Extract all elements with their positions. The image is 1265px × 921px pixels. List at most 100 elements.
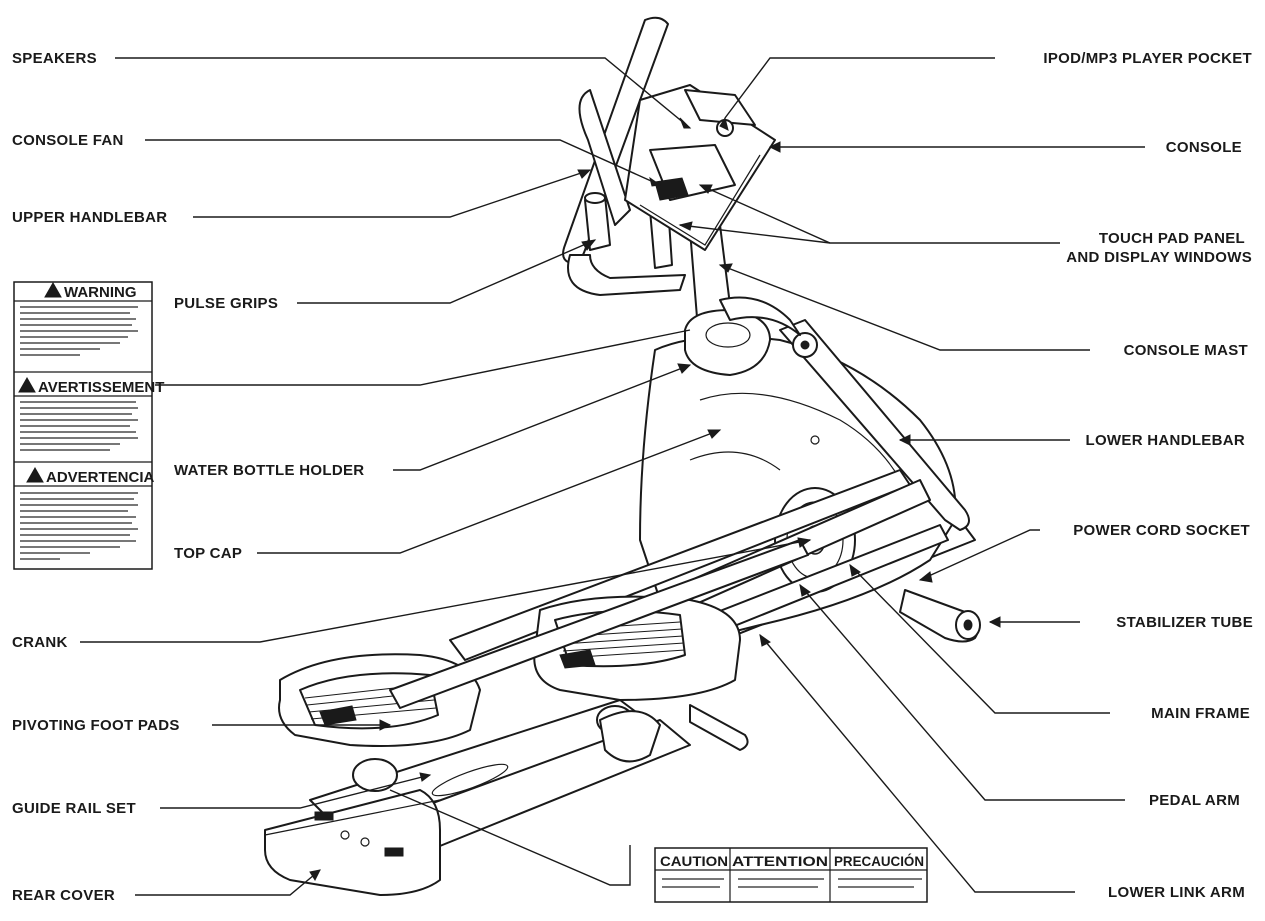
warning-label-box: WARNING AVERTISSEMENT xyxy=(13,281,164,570)
console-fan xyxy=(654,177,689,201)
leader-warning xyxy=(155,329,691,386)
label-pedal-arm: PEDAL ARM xyxy=(1149,792,1240,809)
roller-housing xyxy=(599,710,661,763)
leader-lower-link xyxy=(759,634,1075,893)
advertencia-body-lines xyxy=(20,492,138,560)
label-lower-handlebar: LOWER HANDLEBAR xyxy=(1086,432,1246,449)
right-labels: IPOD/MP3 PLAYER POCKET CONSOLE TOUCH PAD… xyxy=(1043,50,1252,901)
handlebar-pivot-center xyxy=(800,340,810,350)
rear-cover xyxy=(264,789,441,896)
leader-caution xyxy=(389,789,631,886)
arrow-pulse-grips xyxy=(581,239,597,251)
arrow-main-frame xyxy=(849,563,861,577)
label-console-fan: CONSOLE FAN xyxy=(12,132,124,149)
label-pulse-grips: PULSE GRIPS xyxy=(174,295,278,312)
warning-triangle-icon xyxy=(44,281,62,298)
leader-upper-handlebar xyxy=(193,169,591,218)
label-guide-rail-set: GUIDE RAIL SET xyxy=(12,800,136,817)
precaucion-title: PRECAUCIÓN xyxy=(834,852,924,869)
advertencia-triangle-icon xyxy=(26,466,44,483)
housing-contour xyxy=(699,392,911,501)
advertencia-title: ADVERTENCIA xyxy=(46,469,155,486)
label-lower-link-arm: LOWER LINK ARM xyxy=(1108,884,1245,901)
avertissement-body-lines xyxy=(20,401,138,451)
housing-contour-2 xyxy=(689,451,781,471)
arrow-water-bottle xyxy=(677,363,692,374)
arrow-top-cap xyxy=(707,429,722,439)
arrow-rear-cover xyxy=(309,869,321,882)
label-main-frame: MAIN FRAME xyxy=(1151,705,1250,722)
leader-ipod xyxy=(724,57,995,119)
rear-cover-pad-left xyxy=(314,811,334,821)
caution-label-box: CAUTION ATTENTION PRECAUCIÓN xyxy=(654,847,928,903)
warning-body-lines xyxy=(20,306,138,356)
caution-title: CAUTION xyxy=(660,853,728,869)
caution-body-lines xyxy=(662,878,922,888)
pulse-grip-top xyxy=(584,192,606,204)
leader-console-mast xyxy=(719,264,1090,351)
arrow-guide-rail xyxy=(419,772,432,782)
label-touch-pad-1: TOUCH PAD PANEL xyxy=(1099,230,1245,247)
handlebar-crossbar xyxy=(567,254,686,296)
warning-title: WARNING xyxy=(64,284,137,301)
guide-rail-slot xyxy=(431,763,509,797)
arrow-pedal-arm xyxy=(799,583,811,597)
arrow-touch-2 xyxy=(678,221,693,231)
speaker-panel xyxy=(684,89,756,126)
arrow-power-cord xyxy=(918,571,933,583)
label-console-mast: CONSOLE MAST xyxy=(1124,342,1248,359)
caution-box-border xyxy=(654,847,928,903)
front-foot xyxy=(689,704,749,751)
bottle-opening xyxy=(705,322,751,348)
label-upper-handlebar: UPPER HANDLEBAR xyxy=(12,209,167,226)
lower-handlebar-grip xyxy=(719,296,801,336)
leader-lines xyxy=(80,57,1145,896)
arrow-console-mast xyxy=(718,263,733,273)
foot-pad-left-logo xyxy=(319,705,357,726)
leader-guide-rail xyxy=(160,774,431,809)
leader-crank xyxy=(80,539,811,643)
avertissement-triangle-icon xyxy=(18,376,36,393)
attention-title: ATTENTION xyxy=(732,853,828,869)
leader-pulse-grips xyxy=(297,239,596,304)
arrow-stabilizer xyxy=(988,616,1001,628)
label-water-bottle-holder: WATER BOTTLE HOLDER xyxy=(174,462,364,479)
arrow-foot-pads xyxy=(379,719,392,731)
avertissement-title: AVERTISSEMENT xyxy=(38,379,164,396)
label-rear-cover: REAR COVER xyxy=(12,887,115,904)
arrow-lower-link xyxy=(759,633,771,647)
arrow-upper-handlebar xyxy=(577,169,592,179)
arrow-lower-handlebar xyxy=(898,434,911,446)
label-power-cord-socket: POWER CORD SOCKET xyxy=(1073,522,1250,539)
rear-cover-edge xyxy=(264,799,441,836)
crank-link xyxy=(389,539,809,709)
rear-cover-bolt xyxy=(340,830,350,840)
arrow-console-fan xyxy=(649,176,662,187)
leader-power-cord xyxy=(919,529,1040,581)
foot-pad-right-logo xyxy=(559,649,596,669)
label-crank: CRANK xyxy=(12,634,68,651)
arrow-speakers xyxy=(679,117,692,129)
arrow-touch-1 xyxy=(698,184,713,194)
arrow-crank xyxy=(797,537,812,548)
housing-bolt xyxy=(810,435,820,445)
touch-pad-edge xyxy=(639,154,761,246)
label-speakers: SPEAKERS xyxy=(12,50,97,67)
leader-top-cap xyxy=(257,429,721,554)
arrowheads xyxy=(309,116,1001,882)
rear-cover-bolt-2 xyxy=(360,837,370,847)
upper-handlebar-curve xyxy=(578,89,631,226)
label-touch-pad-2: AND DISPLAY WINDOWS xyxy=(1066,249,1252,266)
leader-console-fan xyxy=(145,139,661,186)
rear-cover-pad-right xyxy=(384,847,404,857)
stabilizer-cap-center xyxy=(963,619,973,631)
leader-speakers xyxy=(115,57,691,129)
arrow-console xyxy=(768,141,781,153)
label-console: CONSOLE xyxy=(1166,139,1242,156)
lower-handlebar xyxy=(779,319,970,531)
elliptical-machine xyxy=(264,16,981,896)
left-labels: SPEAKERS CONSOLE FAN UPPER HANDLEBAR PUL… xyxy=(12,50,364,904)
arrow-ipod xyxy=(719,116,729,131)
leader-main-frame xyxy=(849,564,1110,714)
